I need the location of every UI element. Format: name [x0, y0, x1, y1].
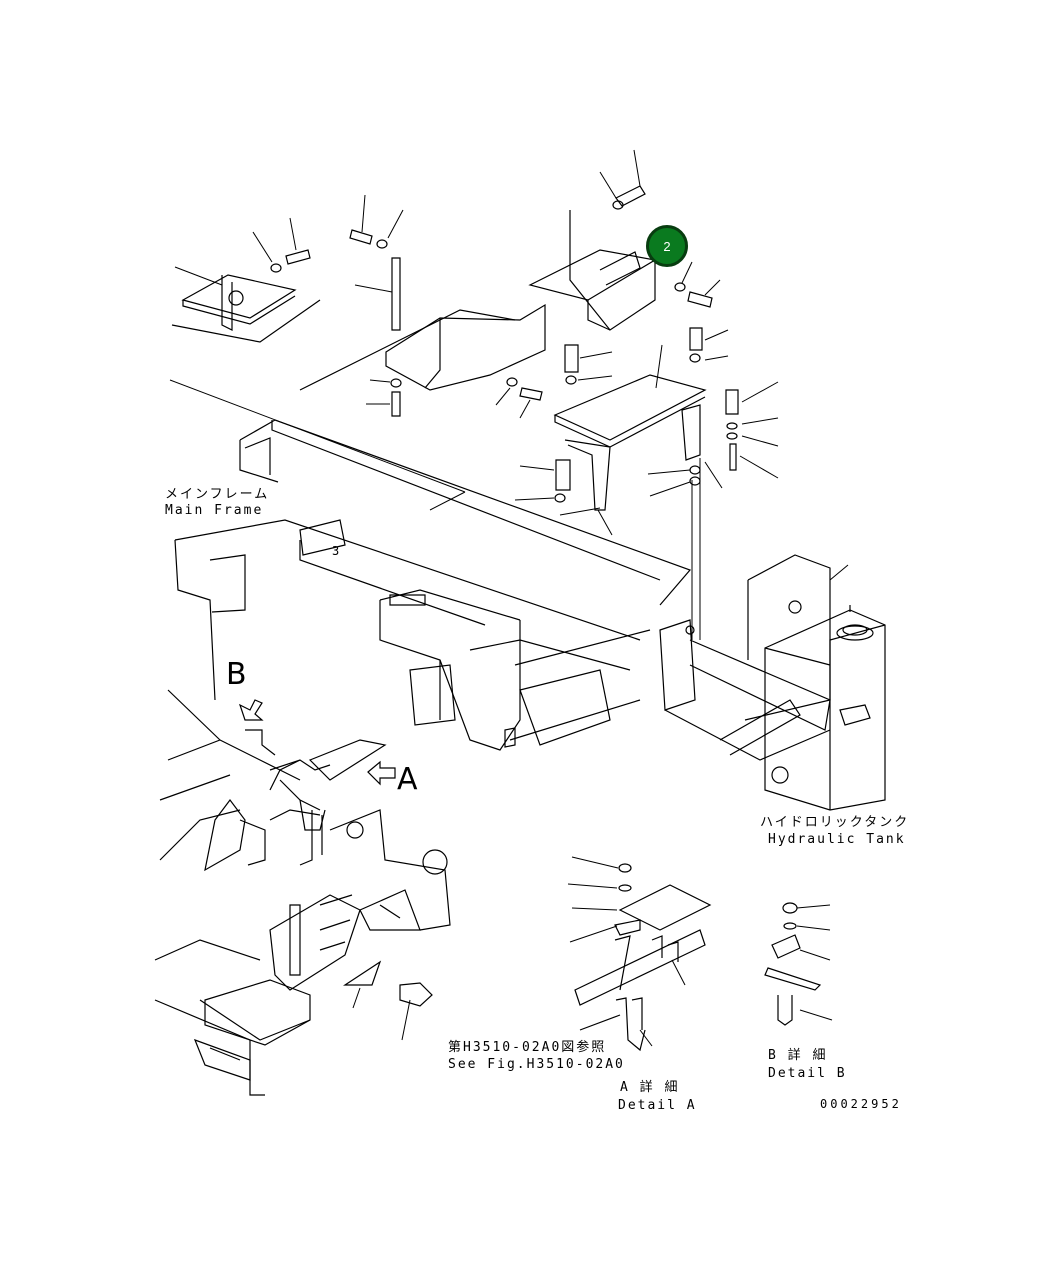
hydraulic-tank-label-en: Hydraulic Tank — [768, 832, 906, 847]
battery-box-cover-part — [528, 149, 721, 331]
view-arrows — [238, 699, 396, 786]
see-fig-label-jp: 第H3510-02A0図参照 — [448, 1040, 607, 1055]
main-frame-label-jp: メインフレーム — [165, 487, 270, 502]
left-bracket-part — [171, 274, 321, 343]
main-frame-part — [154, 419, 831, 1096]
main-frame-label-en: Main Frame — [165, 503, 264, 518]
right-bracket-part — [514, 327, 779, 536]
detail-b-label-jp: B 詳 細 — [768, 1048, 828, 1063]
detail-b-view — [764, 902, 833, 1026]
part-callout-2[interactable]: 2 — [646, 225, 688, 267]
view-letter-a: A — [397, 762, 418, 797]
center-cover-bolts — [366, 377, 543, 419]
detail-a-view — [567, 856, 712, 1052]
drawing-number: 00022952 — [820, 1097, 902, 1111]
see-fig-label-en: See Fig.H3510-02A0 — [448, 1057, 625, 1072]
view-letter-b: B — [226, 657, 247, 692]
hydraulic-tank-part — [744, 554, 886, 811]
center-cover-part — [299, 194, 546, 391]
hydraulic-tank-label-jp: ハイドロリックタンク — [760, 815, 910, 830]
detail-a-label-en: Detail A — [618, 1098, 697, 1113]
frame-mark: 3 — [332, 544, 342, 558]
detail-a-label-jp: A 詳 細 — [620, 1080, 680, 1095]
left-bracket-bolt — [174, 217, 311, 286]
guide-lines — [169, 379, 701, 640]
detail-b-label-en: Detail B — [768, 1066, 847, 1081]
part-callout-number: 2 — [663, 238, 671, 254]
